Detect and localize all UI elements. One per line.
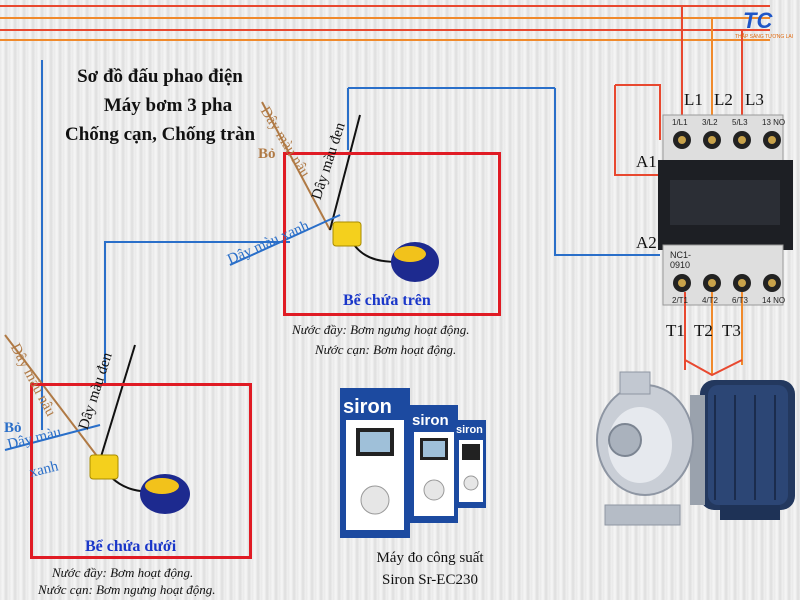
upper-tank-label: Bể chứa trên [343, 292, 431, 309]
lower-blue-wire [4, 424, 101, 451]
meter-brand-2: siron [412, 412, 449, 429]
lower-float-switch [89, 454, 190, 514]
pump-image [596, 371, 795, 526]
meter-image [340, 388, 486, 538]
upper-cut-label: Bỏ [258, 146, 276, 162]
label-L3: L3 [745, 90, 764, 109]
meter-caption-1: Máy đo công suất [376, 550, 484, 566]
out-join [684, 359, 743, 377]
upper-note-full: Nước đầy: Bơm ngưng hoạt động. [292, 322, 470, 337]
meter-caption-2: Siron Sr-EC230 [382, 572, 478, 588]
contactor-model-2: 0910 [670, 260, 691, 270]
lower-tank [30, 383, 252, 559]
logo-text: TC [743, 8, 773, 33]
label-T3: T3 [722, 321, 741, 340]
a1-wire [614, 85, 660, 176]
logo-subtext: THẮP SÁNG TƯƠNG LAI [735, 34, 794, 40]
contactor-model-1: NC1- [670, 250, 692, 260]
a2-wire [554, 88, 660, 256]
lower-note-full: Nước đầy: Bơm hoạt động. [52, 565, 194, 580]
lower-cut-label: Bỏ [4, 420, 22, 436]
upper-note-empty: Nước cạn: Bơm hoạt động. [315, 342, 457, 357]
contactor [658, 114, 793, 306]
term-top-4: 13 NO [762, 118, 786, 127]
upper-float-switch [332, 221, 439, 282]
term-top-1: 1/L1 [672, 118, 688, 127]
title-line-1: Sơ đồ đấu phao điện [77, 66, 243, 87]
title-line-2: Máy bơm 3 pha [103, 95, 233, 116]
label-T2: T2 [694, 321, 713, 340]
upper-brown-wire [261, 101, 331, 231]
upper-black-wire [329, 114, 361, 231]
lower-note-empty: Nước cạn: Bơm ngưng hoạt động. [38, 582, 216, 597]
label-L1: L1 [684, 90, 703, 109]
label-A2: A2 [636, 233, 657, 252]
upper-tank [283, 152, 501, 316]
lower-tank-label: Bể chứa dưới [85, 538, 177, 555]
term-bottom-2: 4/T2 [702, 296, 719, 305]
meter-brand-3: siron [456, 424, 483, 436]
term-bottom-1: 2/T1 [672, 296, 689, 305]
a1-feed [615, 84, 661, 140]
term-top-3: 5/L3 [732, 118, 748, 127]
term-bottom-3: 6/T3 [732, 296, 749, 305]
meter-brand-1: siron [343, 396, 392, 418]
label-L2: L2 [714, 90, 733, 109]
blue-wire-mid [104, 241, 290, 385]
company-logo: TC THẮP SÁNG TƯƠNG LAI [735, 8, 795, 44]
label-T1: T1 [666, 321, 685, 340]
lower-black-wire [99, 344, 136, 461]
label-A1: A1 [636, 152, 657, 171]
title-line-3: Chống cạn, Chống tràn [64, 124, 256, 145]
term-bottom-4: 14 NO [762, 296, 786, 305]
term-top-2: 3/L2 [702, 118, 718, 127]
lower-brown-wire [4, 334, 101, 461]
